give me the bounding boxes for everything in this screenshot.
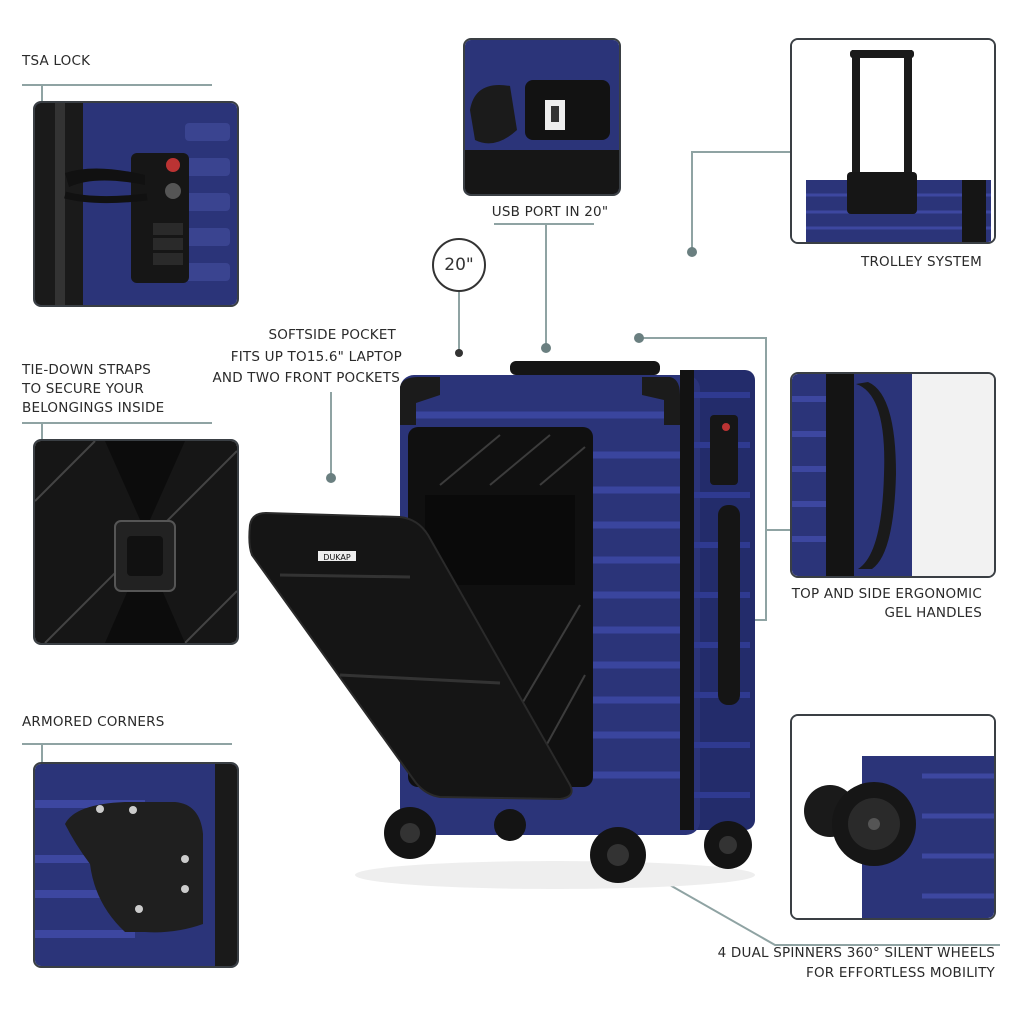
gel-handles-photo (790, 372, 996, 578)
size-badge-text: 20" (444, 255, 474, 275)
wheels-label-line1: 4 DUAL SPINNERS 360° SILENT WHEELS (717, 945, 995, 961)
armored-corners-photo (33, 762, 239, 968)
tsa-lock-label: TSA LOCK (22, 53, 91, 69)
spinner-wheels-photo (790, 714, 996, 920)
usb-port-photo (463, 38, 621, 196)
usb-port-label: USB PORT IN 20" (491, 204, 609, 220)
straps-label-line2: TO SECURE YOUR (22, 381, 144, 397)
handles-label-line2: GEL HANDLES (884, 605, 982, 621)
softside-label-line2: FITS UP TO15.6" LAPTOP (230, 349, 402, 365)
brand-label: DUKAP (323, 553, 351, 562)
tsa-lock-photo (33, 101, 239, 307)
straps-label-line3: BELONGINGS INSIDE (22, 400, 165, 416)
handles-label-line1: TOP AND SIDE ERGONOMIC (791, 586, 982, 602)
straps-label-line1: TIE-DOWN STRAPS (22, 362, 151, 378)
tie-down-straps-photo (33, 439, 239, 645)
armored-corners-label: ARMORED CORNERS (22, 714, 165, 730)
trolley-system-photo (790, 38, 996, 244)
softside-label-line1: SOFTSIDE POCKET (268, 327, 396, 343)
wheels-label-line2: FOR EFFORTLESS MOBILITY (806, 965, 995, 981)
suitcase-photo: DUKAP (248, 361, 755, 889)
size-badge: 20" (432, 238, 486, 292)
softside-label-line3: AND TWO FRONT POCKETS (212, 370, 400, 386)
trolley-system-label: TROLLEY SYSTEM (861, 254, 982, 270)
